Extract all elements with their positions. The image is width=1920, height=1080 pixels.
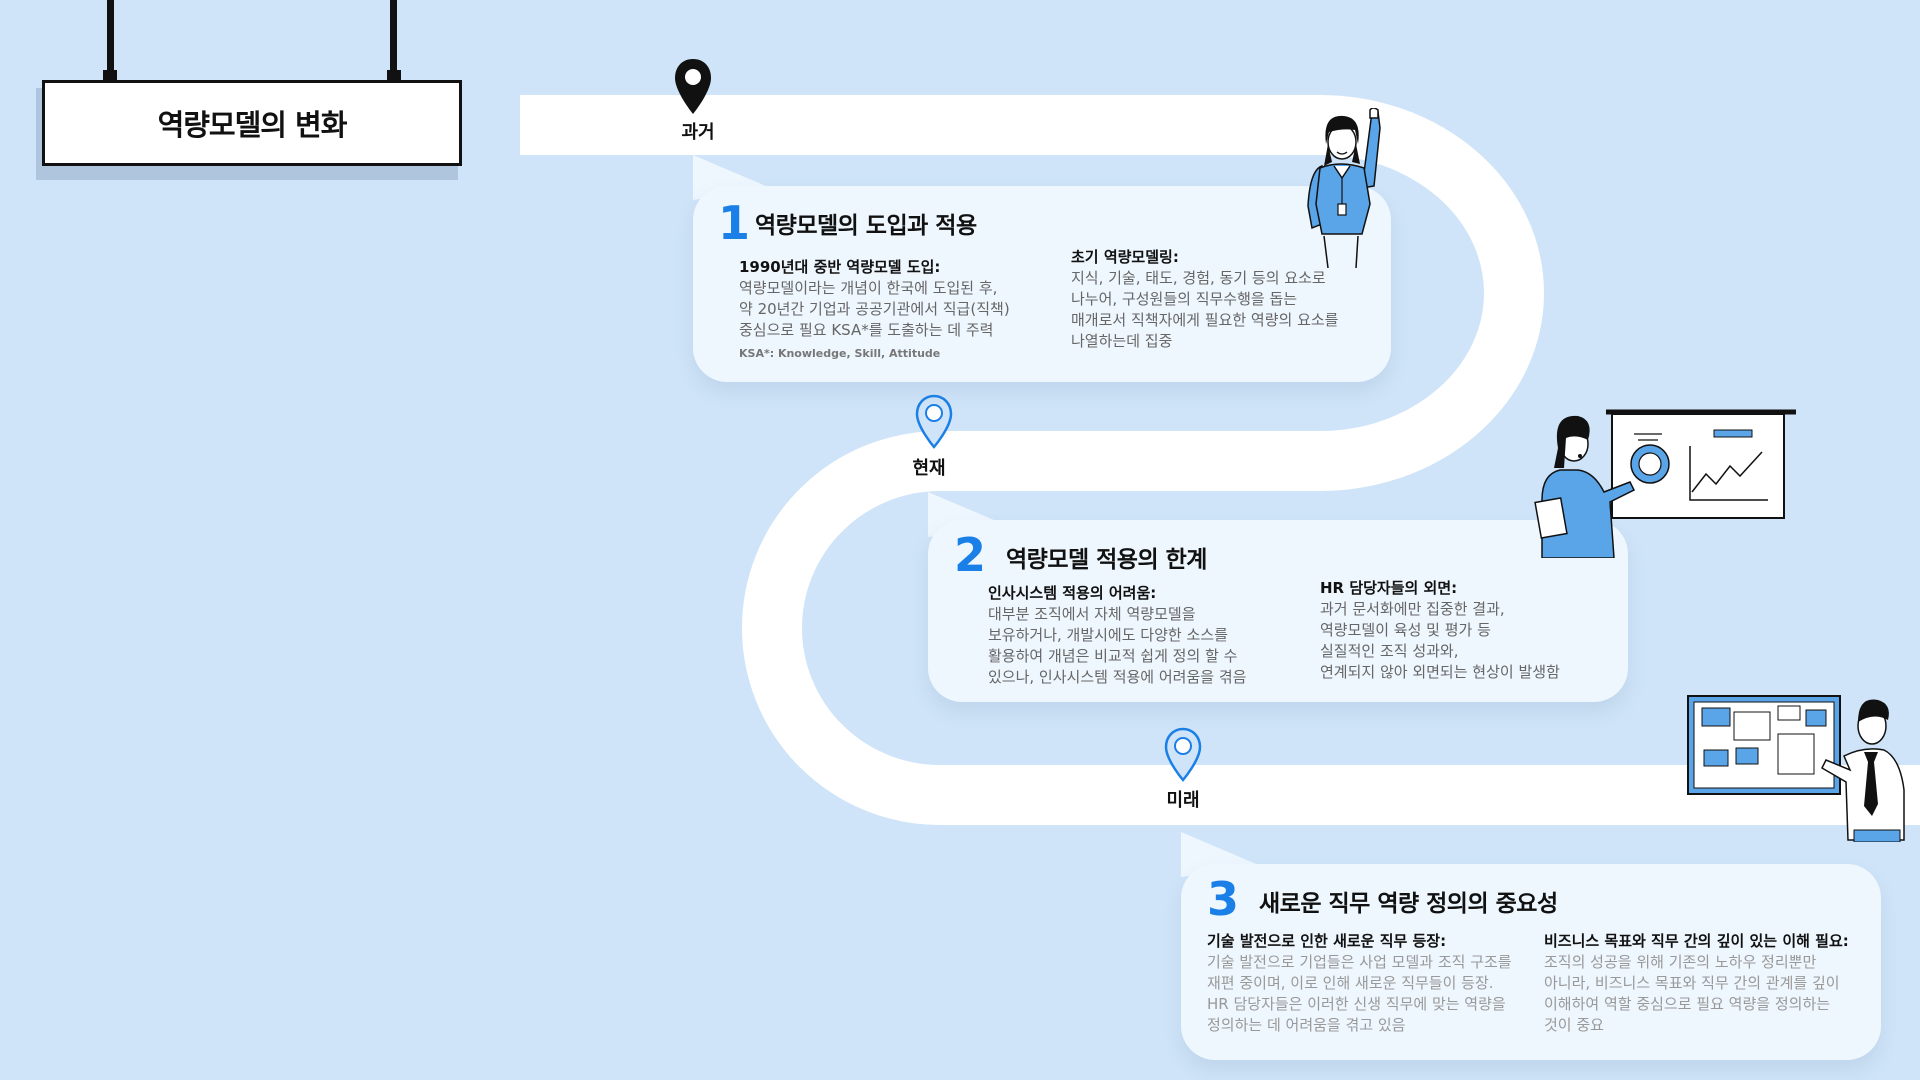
page-title: 역량모델의 변화: [42, 80, 462, 166]
location-pin-blue-icon: [1164, 727, 1202, 782]
column-heading: HR 담당자들의 외면:: [1320, 579, 1458, 597]
section-right-column: HR 담당자들의 외면: 과거 문서화에만 집중한 결과, 역량모델이 육성 및…: [1320, 578, 1620, 683]
column-heading: 초기 역량모델링:: [1071, 248, 1179, 266]
section-card-2: 2 역량모델 적용의 한계 인사시스템 적용의 어려움: 대부분 조직에서 자체…: [928, 520, 1628, 702]
location-pin-black-icon: [675, 59, 711, 114]
location-pin-blue-icon: [915, 394, 953, 449]
column-body: 대부분 조직에서 자체 역량모델을 보유하거나, 개발시에도 다양한 소스를 활…: [988, 605, 1247, 686]
column-heading: 1990년대 중반 역량모델 도입:: [739, 258, 941, 276]
column-body: 지식, 기술, 태도, 경험, 동기 등의 요소로 나누어, 구성원들의 직무수…: [1071, 269, 1339, 350]
sign-hook-right: [387, 70, 401, 80]
section-title: 역량모델의 도입과 적용: [755, 213, 977, 239]
woman-raising-hand-illustration: [1307, 108, 1381, 268]
column-heading: 기술 발전으로 인한 새로운 직무 등장:: [1207, 932, 1447, 950]
sign-wire-right: [390, 0, 397, 78]
man-pointing-at-board-illustration: [1687, 695, 1905, 842]
marker-label-past: 과거: [681, 122, 715, 143]
section-left-column: 인사시스템 적용의 어려움: 대부분 조직에서 자체 역량모델을 보유하거나, …: [988, 583, 1288, 688]
column-heading: 인사시스템 적용의 어려움:: [988, 584, 1157, 602]
sign-wire-left: [107, 0, 114, 78]
column-body: 과거 문서화에만 집중한 결과, 역량모델이 육성 및 평가 등 실질적인 조직…: [1320, 600, 1560, 681]
section-title: 새로운 직무 역량 정의의 중요성: [1259, 891, 1558, 917]
section-card-1: 1 역량모델의 도입과 적용 1990년대 중반 역량모델 도입: 역량모델이라…: [693, 186, 1391, 382]
section-number: 3: [1207, 872, 1240, 926]
section-right-column: 비즈니스 목표와 직무 간의 깊이 있는 이해 필요: 조직의 성공을 위해 기…: [1544, 931, 1874, 1036]
column-body: 조직의 성공을 위해 기존의 노하우 정리뿐만 아니라, 비즈니스 목표와 직무…: [1544, 953, 1840, 1034]
marker-label-present: 현재: [912, 458, 946, 479]
section-right-column: 초기 역량모델링: 지식, 기술, 태도, 경험, 동기 등의 요소로 나누어,…: [1071, 247, 1371, 352]
section-number: 1: [718, 196, 751, 250]
section-left-column: 기술 발전으로 인한 새로운 직무 등장: 기술 발전으로 기업들은 사업 모델…: [1207, 931, 1537, 1036]
section-card-3: 3 새로운 직무 역량 정의의 중요성 기술 발전으로 인한 새로운 직무 등장…: [1181, 864, 1881, 1060]
column-footnote: KSA*: Knowledge, Skill, Attitude: [739, 347, 941, 360]
column-body: 역량모델이라는 개념이 한국에 도입된 후, 약 20년간 기업과 공공기관에서…: [739, 279, 1010, 339]
column-body: 기술 발전으로 기업들은 사업 모델과 조직 구조를 재편 중이며, 이로 인해…: [1207, 953, 1512, 1034]
sign-hook-left: [103, 70, 117, 80]
woman-presenting-chart-illustration: [1534, 409, 1796, 558]
section-title: 역량모델 적용의 한계: [1006, 547, 1207, 573]
section-number: 2: [954, 528, 987, 582]
section-left-column: 1990년대 중반 역량모델 도입: 역량모델이라는 개념이 한국에 도입된 후…: [739, 257, 1039, 364]
marker-label-future: 미래: [1166, 790, 1200, 811]
column-heading: 비즈니스 목표와 직무 간의 깊이 있는 이해 필요:: [1544, 932, 1849, 950]
